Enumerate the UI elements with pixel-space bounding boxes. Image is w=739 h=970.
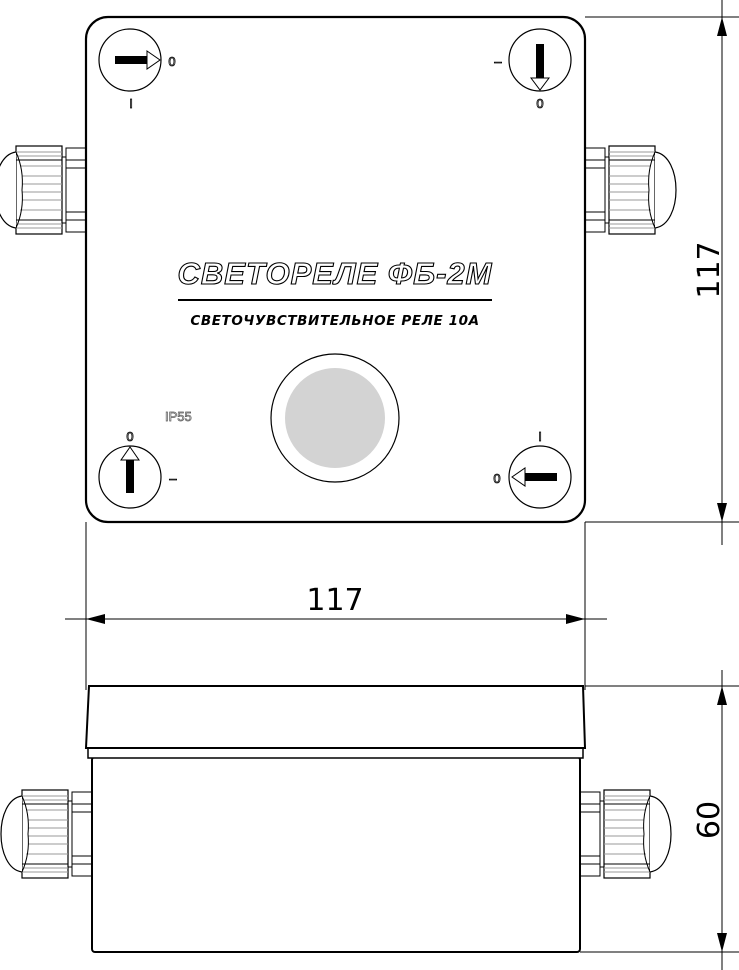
enclosure-lid-side [84,685,587,749]
lid-rim [87,747,584,759]
enclosure-lid [84,15,587,524]
arrow-down-icon [530,44,550,91]
side-view [0,685,672,953]
switch-top-left[interactable]: 0 I [98,28,176,111]
switch-label: 0 [126,429,133,444]
dimension-height: 117 [585,0,739,545]
light-sensor [270,353,400,483]
dimension-label: 60 [692,801,727,839]
cable-gland-left [0,789,93,879]
cable-gland-right [579,789,672,879]
dimension-width: 117 [65,522,607,690]
protection-rating: IP55 [165,409,192,424]
enclosure-body [91,756,581,953]
switch-label: I [538,429,542,444]
cable-gland-right [584,145,677,235]
switch-label: – [169,471,177,486]
top-view: 0 I – 0 0 – I [0,15,677,524]
device-title: СВЕТОРЕЛЕ ФБ-2М [178,256,493,291]
cable-gland-left [0,145,87,235]
arrow-left-icon [511,467,557,487]
switch-label: 0 [168,54,175,69]
dimension-label: 117 [306,583,363,618]
switch-label: 0 [536,96,543,111]
dimension-depth: 60 [580,670,739,970]
arrow-right-icon [115,50,161,70]
switch-bottom-right[interactable]: I 0 [493,429,572,509]
switch-label: – [494,54,502,69]
switch-label: 0 [493,471,500,486]
dimension-label: 117 [692,241,727,298]
device-subtitle: СВЕТОЧУВСТВИТЕЛЬНОЕ РЕЛЕ 10А [190,313,479,329]
switch-label: I [129,96,133,111]
switch-bottom-left[interactable]: 0 – [98,429,178,509]
switch-top-right[interactable]: – 0 [494,28,572,111]
arrow-up-icon [120,446,140,493]
